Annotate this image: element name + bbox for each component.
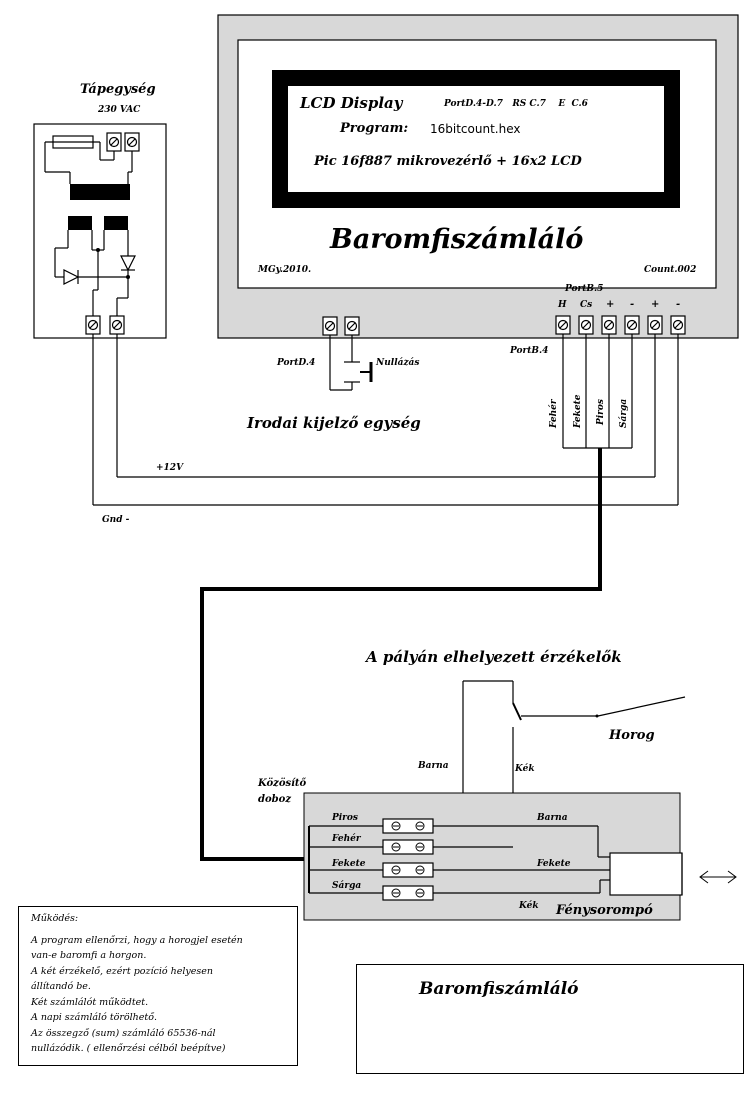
barrier-label: Fénysorompó bbox=[555, 903, 653, 918]
double-arrow-icon bbox=[699, 870, 737, 884]
power-voltage: 230 VAC bbox=[97, 105, 141, 115]
operation-line: A két érzékelő, ezért pozíció helyesen bbox=[31, 965, 214, 977]
junction-left-3: Fekete bbox=[331, 859, 366, 869]
portb5-label: PortB.5 bbox=[564, 284, 603, 294]
junction-left-4: Sárga bbox=[332, 880, 361, 891]
portd4-terminal-2 bbox=[344, 316, 360, 336]
operation-line: állítandó be. bbox=[31, 981, 91, 992]
power-supply: Tápegység 230 VAC bbox=[33, 82, 167, 339]
junction-right-2: Fekete bbox=[536, 859, 571, 869]
wire-brown-label: Barna bbox=[417, 761, 449, 771]
terminal-plus-1 bbox=[601, 315, 617, 335]
lcd-pins: PortD.4-D.7 RS C.7 E C.6 bbox=[443, 99, 589, 109]
title-block: Baromfiszámláló bbox=[356, 964, 744, 1074]
operation-line: Két számlálót működtet. bbox=[31, 996, 149, 1008]
terminal-h bbox=[555, 315, 571, 335]
operation-line: van-e baromfi a horgon. bbox=[31, 950, 147, 961]
lcd-screen bbox=[288, 86, 664, 192]
operation-header: Működés: bbox=[31, 913, 79, 924]
junction-terminal-4 bbox=[382, 885, 434, 901]
display-unit: LCD Display PortD.4-D.7 RS C.7 E C.6 Pro… bbox=[217, 14, 739, 339]
version-label: Count.002 bbox=[644, 265, 696, 275]
terminal-cs bbox=[578, 315, 594, 335]
portb4-label: PortB.4 bbox=[509, 346, 548, 356]
cable-color-white: Fehér bbox=[548, 398, 559, 429]
mains-terminal-2 bbox=[124, 132, 140, 152]
terminal-leads: PortB.4 Fehér Fekete Piros Sárga bbox=[509, 334, 633, 449]
wire-blue-label: Kék bbox=[514, 763, 535, 774]
author-label: MGy.2010. bbox=[257, 265, 311, 275]
main-cable bbox=[200, 448, 602, 861]
mcu-label: Pic 16f887 mikrovezérlő + 16x2 LCD bbox=[313, 154, 583, 169]
display-unit-name: Irodai kijelző egység bbox=[246, 414, 421, 432]
supply-terminal-plus bbox=[109, 315, 125, 335]
terminal-label-plus-1: + bbox=[606, 299, 614, 310]
transformer-primary bbox=[70, 184, 130, 200]
cable-color-red: Piros bbox=[596, 399, 606, 426]
transformer-secondary-left bbox=[68, 216, 92, 230]
portd4-label: PortD.4 bbox=[276, 358, 315, 368]
program-label: Program: bbox=[339, 121, 408, 136]
junction-left-2: Fehér bbox=[331, 833, 362, 844]
diode-1 bbox=[63, 269, 80, 285]
terminal-minus-2 bbox=[670, 315, 686, 335]
light-barrier bbox=[609, 852, 683, 896]
junction-right-1: Barna bbox=[536, 813, 568, 823]
plus12v-label: +12V bbox=[156, 463, 184, 473]
reset-switch: PortD.4 Nullázás Irodai kijelző egység bbox=[246, 335, 421, 432]
portd4-terminal-1 bbox=[322, 316, 338, 336]
terminal-plus-2 bbox=[647, 315, 663, 335]
sensors-title: A pályán elhelyezett érzékelők bbox=[364, 648, 622, 666]
reset-label: Nullázás bbox=[375, 357, 419, 368]
title-block-text: Baromfiszámláló bbox=[419, 979, 579, 999]
supply-wiring: +12V Gnd - bbox=[92, 334, 679, 525]
sensors: A pályán elhelyezett érzékelők Horog Bar… bbox=[364, 648, 686, 847]
cable-color-yellow: Sárga bbox=[618, 399, 629, 428]
terminal-label-h: H bbox=[557, 300, 567, 310]
main-title: Baromfiszámláló bbox=[329, 224, 583, 255]
transformer-secondary-right bbox=[104, 216, 128, 230]
terminal-label-cs: Cs bbox=[580, 300, 592, 310]
junction-box: Közösítő doboz Piros Fehér Fekete Sárga … bbox=[257, 778, 737, 921]
cable-color-black: Fekete bbox=[573, 394, 583, 429]
junction-right-3: Kék bbox=[518, 900, 539, 911]
terminal-label-minus-2: - bbox=[676, 299, 680, 310]
program-file: 16bitcount.hex bbox=[430, 122, 520, 136]
power-title: Tápegység bbox=[80, 82, 156, 97]
terminal-label-plus-2: + bbox=[651, 299, 659, 310]
power-box bbox=[33, 123, 167, 339]
diode-2 bbox=[120, 255, 136, 272]
junction-title-1: Közösítő bbox=[257, 778, 307, 789]
operation-line: A napi számláló törölhető. bbox=[31, 1012, 157, 1023]
junction-left-1: Piros bbox=[331, 813, 358, 823]
terminal-label-minus-1: - bbox=[630, 299, 634, 310]
operation-line: Az összegző (sum) számláló 65536-nál bbox=[31, 1027, 216, 1039]
operation-box: Működés: A program ellenőrzi, hogy a hor… bbox=[18, 906, 298, 1066]
operation-line: A program ellenőrzi, hogy a horogjel ese… bbox=[31, 934, 243, 946]
lcd-label: LCD Display bbox=[299, 94, 404, 112]
terminal-minus-1 bbox=[624, 315, 640, 335]
gnd-label: Gnd - bbox=[102, 515, 130, 525]
junction-title-2: doboz bbox=[258, 794, 291, 805]
junction-terminal-3 bbox=[382, 862, 434, 878]
operation-line: nullázódik. ( ellenőrzési célból beépítv… bbox=[31, 1043, 226, 1054]
hook-label: Horog bbox=[608, 728, 655, 743]
junction-terminal-2 bbox=[382, 839, 434, 855]
supply-terminal-gnd bbox=[85, 315, 101, 335]
junction-terminal-1 bbox=[382, 818, 434, 834]
mains-terminal-1 bbox=[106, 132, 122, 152]
